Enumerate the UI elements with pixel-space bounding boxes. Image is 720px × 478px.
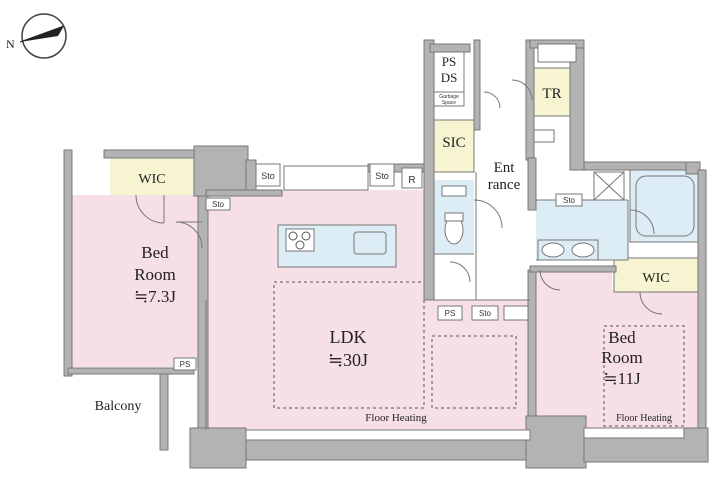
balcony-floor — [72, 372, 190, 454]
floor-heating-label: Floor Heating — [365, 412, 427, 424]
wic-2-floor — [613, 257, 699, 293]
floor-heating-zone-ldk-2 — [431, 335, 517, 409]
entrance-label-line2: rance — [488, 177, 521, 193]
bedroom-2-floor — [536, 272, 700, 428]
garbage-space-label-line1: Garbage — [439, 94, 459, 100]
entrance-label-line1: Ent — [494, 160, 516, 176]
compass-icon — [19, 13, 67, 59]
storage-label: Sto — [261, 171, 275, 181]
ldk-label: LDK — [330, 327, 367, 347]
cooktop — [285, 228, 315, 252]
wic-1-floor — [110, 158, 194, 195]
ps-label: PS — [445, 309, 456, 318]
bedroom-1-size: ≒7.3J — [134, 287, 176, 306]
ps-ds-label-line1: PS — [442, 54, 456, 69]
wic-2-label: WIC — [642, 271, 669, 286]
floor-heating-label-bed2: Floor Heating — [616, 413, 672, 424]
tr-label: TR — [542, 86, 561, 102]
bedroom-1-floor — [72, 195, 206, 367]
garbage-space-label-line2: Space — [442, 100, 456, 106]
floor-heating-zone-ldk — [273, 281, 425, 409]
storage-label: Sto — [212, 200, 225, 209]
bedroom-2-label-line2: Room — [601, 348, 643, 367]
bedroom-2-label-line1: Bed — [608, 328, 636, 347]
entrance-floor — [476, 126, 532, 300]
storage-label: Sto — [563, 196, 576, 205]
bedroom-1-label-line1: Bed — [141, 243, 169, 262]
wic-1-label: WIC — [138, 172, 165, 187]
ps-ds-label-line2: DS — [441, 70, 458, 85]
sic-label: SIC — [442, 135, 465, 151]
ldk-size: ≒30J — [328, 350, 368, 370]
refrigerator-label: R — [408, 175, 415, 186]
bedroom-1-label-line2: Room — [134, 265, 176, 284]
kitchen-sink — [353, 231, 387, 255]
storage-label: Sto — [479, 309, 492, 318]
bedroom-2-size: ≒11J — [603, 369, 641, 388]
walls — [63, 39, 709, 469]
sic-floor — [433, 119, 475, 173]
storage-label: Sto — [375, 171, 389, 181]
balcony-label: Balcony — [95, 399, 142, 414]
compass-north-label: N — [6, 37, 15, 51]
ps-label: PS — [180, 360, 191, 369]
